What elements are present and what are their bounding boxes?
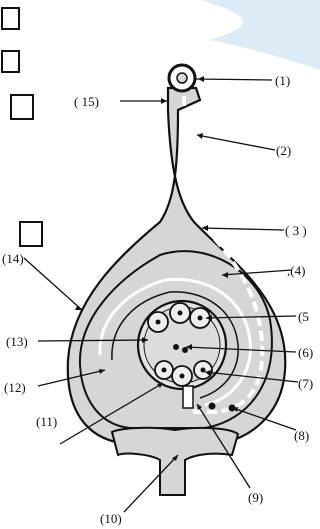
- answer-box-3[interactable]: [11, 95, 33, 119]
- label-2: (2): [276, 143, 291, 158]
- label-5: (5: [298, 309, 309, 324]
- background-tint: [200, 0, 320, 70]
- label-12: (12): [4, 380, 26, 395]
- label-13: (13): [6, 334, 28, 349]
- label-9: (9): [248, 490, 263, 505]
- label-6: (6): [298, 345, 313, 360]
- label-8: (8): [294, 428, 309, 443]
- label-7: (7): [298, 376, 313, 391]
- polar-nucleus-2: [182, 347, 188, 353]
- label-3: ( 3 ): [285, 223, 307, 238]
- answer-box-4[interactable]: [20, 222, 42, 246]
- label-10: (10): [100, 511, 122, 526]
- label-1: (1): [275, 73, 290, 88]
- funicle-dot-1: [209, 403, 216, 410]
- label-11: (11): [36, 414, 57, 429]
- label-14: (14): [2, 251, 24, 266]
- micropyle: [183, 386, 193, 408]
- label-15: ( 15): [74, 94, 99, 109]
- answer-box-2[interactable]: [2, 51, 19, 72]
- label-4: ,(4): [287, 263, 305, 278]
- polar-nucleus-1: [173, 344, 179, 350]
- stigma-center: [177, 73, 187, 83]
- answer-box-1[interactable]: [2, 8, 19, 29]
